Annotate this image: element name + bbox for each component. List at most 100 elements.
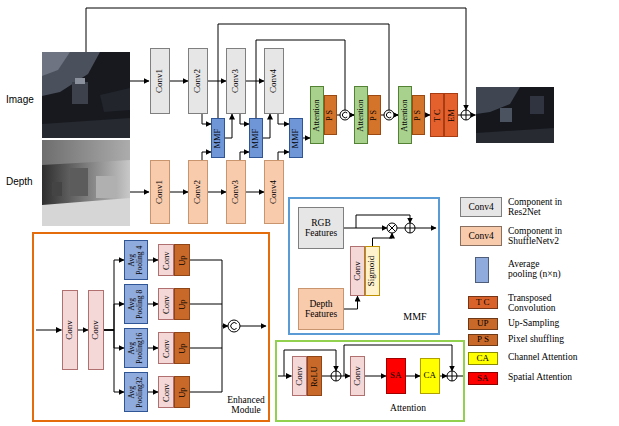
image-encoder-block: Conv3 xyxy=(226,48,246,114)
block-label: Conv4 xyxy=(269,69,279,93)
block-label: Conv xyxy=(162,383,171,401)
legend-text: Average pooling (n×n) xyxy=(508,259,568,280)
swatch-label: P S xyxy=(477,335,489,345)
block-label: Avg Pooling16 xyxy=(128,330,145,366)
block-label: Up xyxy=(178,387,187,397)
block-label: MMF xyxy=(251,128,260,148)
connector xyxy=(365,376,386,377)
conv-block: Conv xyxy=(158,244,174,276)
block-label: Up xyxy=(178,343,187,353)
attention-block: Attention xyxy=(310,86,324,144)
conv-block: Conv xyxy=(158,376,174,408)
block-label: Conv xyxy=(162,339,171,357)
connector xyxy=(303,138,310,139)
pooling-block: Avg Pooling 8 xyxy=(124,284,148,324)
swatch-label: CA xyxy=(477,354,490,364)
block-label: Conv2 xyxy=(193,69,203,93)
fusion-block: MMF xyxy=(289,118,303,158)
connector xyxy=(202,114,211,124)
block-label: Conv xyxy=(352,261,362,281)
connector xyxy=(278,152,289,160)
block-label: Conv xyxy=(65,320,75,340)
block-label: P S xyxy=(370,110,379,121)
block-label: ReLU xyxy=(310,366,319,387)
conv-block: Conv xyxy=(62,290,78,370)
block-label: Conv xyxy=(162,251,171,269)
connector xyxy=(104,260,124,330)
block-label: CA xyxy=(424,371,437,381)
block-label: EM xyxy=(446,109,455,122)
depth-encoder-block: Conv4 xyxy=(264,160,284,224)
input-label: Image xyxy=(6,94,34,105)
block-label: Depth Features xyxy=(302,299,340,320)
input-photo xyxy=(42,52,130,138)
block-label: MMF xyxy=(213,128,222,148)
connector xyxy=(208,192,226,193)
module-panel: AttentionConvReLUConvSACA xyxy=(275,340,465,422)
fusion-block: MMF xyxy=(211,118,225,158)
conv-block: Conv xyxy=(350,246,365,296)
block-label: Attention xyxy=(356,99,365,131)
output-photo xyxy=(476,87,554,143)
image-encoder-block: Conv2 xyxy=(188,48,208,114)
block-label: RGB Features xyxy=(302,218,340,239)
block-label: Avg Pooling 4 xyxy=(128,242,145,278)
connector xyxy=(202,152,211,160)
legend-text: Pixel shuffling xyxy=(508,334,608,344)
block-label: P S xyxy=(326,110,335,121)
legend-text: Component in ShuffleNetv2 xyxy=(508,226,588,247)
pixel-shuffle-block: P S xyxy=(368,95,381,135)
connector xyxy=(278,114,289,124)
pooling-block: Avg Pooling16 xyxy=(124,328,148,368)
spatial-attention-block: SA xyxy=(386,358,406,394)
decoder-block: EM xyxy=(444,93,458,137)
block-label: Conv3 xyxy=(231,180,241,204)
block-label: Conv xyxy=(162,295,171,313)
depth-encoder-block: Conv3 xyxy=(226,160,246,224)
legend-text: Channel Attention xyxy=(508,352,608,362)
panel-title: Enhanced Module xyxy=(225,395,267,416)
feature-box: Depth Features xyxy=(298,288,344,330)
connector xyxy=(148,392,158,393)
conv-block: Conv xyxy=(350,356,365,396)
legend-swatch xyxy=(475,257,489,283)
connector xyxy=(104,330,124,392)
block-label: Conv xyxy=(294,366,304,386)
connector xyxy=(240,152,249,160)
pixel-shuffle-block: P S xyxy=(324,95,337,135)
connector xyxy=(344,296,358,309)
swatch-label: Conv4 xyxy=(469,202,494,212)
depth-encoder-block: Conv1 xyxy=(150,160,170,224)
input-label: Depth xyxy=(6,176,33,187)
block-label: Avg Pooling32 xyxy=(128,374,145,410)
block-label: Conv2 xyxy=(193,180,203,204)
upsample-block: Up xyxy=(174,288,190,320)
attention-block: Attention xyxy=(354,86,368,144)
depth-photo xyxy=(42,140,130,226)
connector xyxy=(78,330,88,331)
image-encoder-block: Conv1 xyxy=(150,48,170,114)
swatch-label: SA xyxy=(477,374,489,384)
upsample-block: Up xyxy=(174,244,190,276)
attention-block: Attention xyxy=(398,86,412,144)
block-label: SA xyxy=(390,371,402,381)
module-panel: MMFRGB FeaturesDepth FeaturesConvSigmoid xyxy=(288,197,440,335)
swatch-label: Conv4 xyxy=(469,231,494,241)
block-label: Conv1 xyxy=(155,69,165,93)
legend-text: Up-Sampling xyxy=(508,318,608,328)
conv-block: Conv xyxy=(88,290,104,370)
upsample-block: Up xyxy=(174,332,190,364)
block-label: T C xyxy=(432,109,441,122)
swatch-label: UP xyxy=(477,319,489,329)
swatch-label: T C xyxy=(476,298,490,308)
connector xyxy=(104,304,124,330)
channel-attention-block: CA xyxy=(420,358,440,394)
connector xyxy=(148,348,158,349)
block-label: P S xyxy=(414,110,423,121)
wires xyxy=(36,8,476,392)
connector xyxy=(406,376,420,377)
pixel-shuffle-block: P S xyxy=(412,95,425,135)
connector xyxy=(208,81,226,82)
connector xyxy=(170,81,188,82)
